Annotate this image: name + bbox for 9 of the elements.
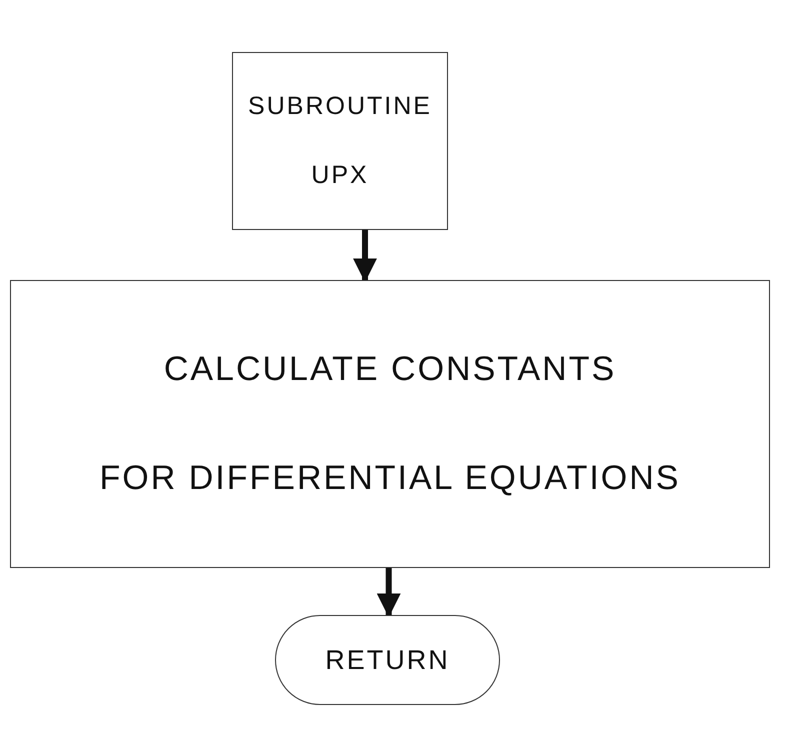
arrow	[353, 230, 377, 282]
node-label: RETURN	[325, 644, 450, 676]
arrow	[376, 568, 401, 618]
process-box	[232, 52, 448, 230]
process-box	[10, 280, 770, 568]
node-label: SUBROUTINE	[248, 92, 432, 122]
node-label: UPX	[311, 160, 369, 190]
node-label: CALCULATE CONSTANTS	[164, 350, 616, 390]
node-label: FOR DIFFERENTIAL EQUATIONS	[100, 458, 680, 498]
